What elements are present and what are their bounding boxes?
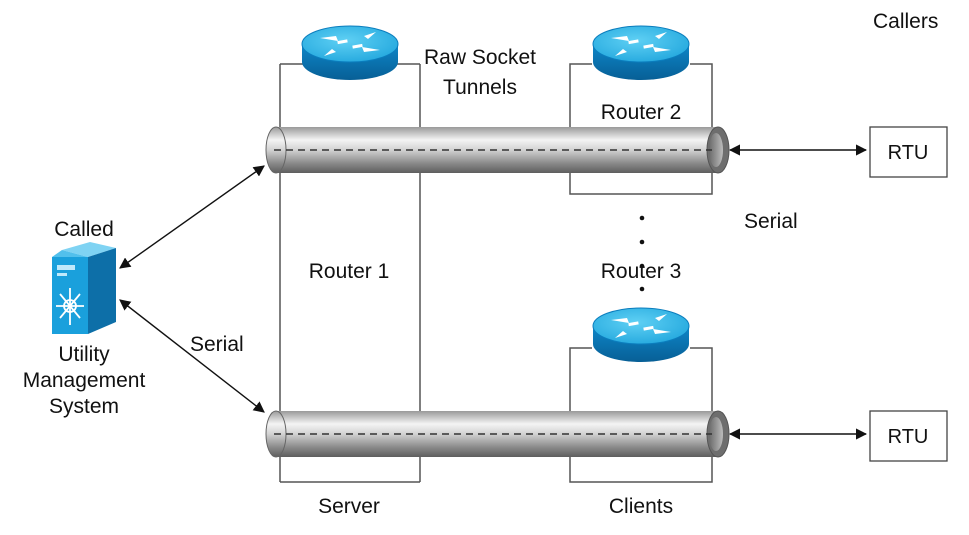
lower-tunnel [265, 410, 730, 458]
rtu-label: RTU [888, 426, 929, 448]
router2-frame [569, 63, 713, 195]
upper-tunnel [265, 126, 730, 174]
ellipsis-dots [639, 215, 645, 292]
router-icon [592, 307, 690, 362]
router-icon [301, 25, 399, 80]
rtu-label: RTU [888, 142, 929, 164]
ums-label-line3: System [49, 395, 119, 418]
server-label: Server [318, 495, 380, 518]
router3-frame [569, 347, 713, 483]
server-icon [52, 242, 116, 334]
raw-socket-label-line2: Tunnels [443, 76, 517, 99]
serial-label-left: Serial [190, 333, 244, 356]
serial-label-right: Serial [744, 210, 798, 233]
arrow-ums-to-lower-tunnel [119, 299, 265, 413]
ums-label-line1: Utility [58, 343, 110, 366]
called-label: Called [54, 218, 114, 241]
callers-label: Callers [873, 10, 938, 33]
raw-socket-label-line1: Raw Socket [424, 46, 536, 69]
arrow-ums-to-upper-tunnel [119, 165, 265, 269]
router1-label: Router 1 [309, 260, 390, 283]
router2-label: Router 2 [601, 101, 682, 124]
ums-label-line2: Management [23, 369, 146, 392]
router3-label: Router 3 [601, 260, 682, 283]
rtu-box-top: RTU [869, 126, 948, 178]
clients-label: Clients [609, 495, 673, 518]
rtu-box-bottom: RTU [869, 410, 948, 462]
router-icon [592, 25, 690, 80]
